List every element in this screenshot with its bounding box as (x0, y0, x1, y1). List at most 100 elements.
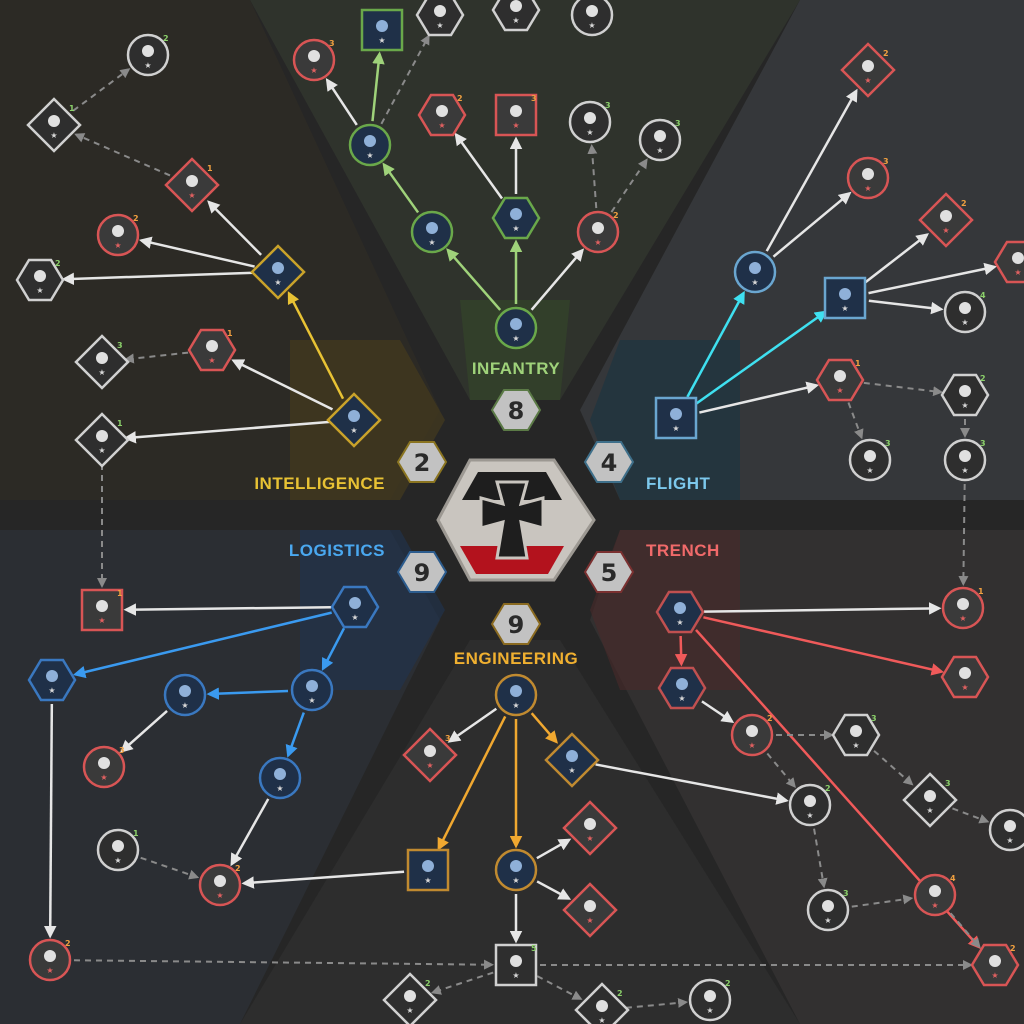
skill-node-lo-f[interactable]: ★ (258, 756, 302, 800)
skill-node-inf-c[interactable]: ★2 (576, 210, 620, 254)
skill-node-inf-d[interactable]: ★ (491, 196, 541, 240)
connection-line (285, 712, 305, 758)
skill-node-tr-j[interactable]: ★3 (806, 888, 850, 932)
connection-line (123, 603, 332, 616)
trench-label[interactable]: TRENCH (646, 541, 720, 560)
logistics-points-hex[interactable]: 9 (396, 551, 448, 593)
star-icon: ★ (436, 21, 443, 30)
skill-node-int-j[interactable]: ★2 (126, 33, 170, 77)
skill-node-tr-e[interactable]: ★2 (730, 713, 774, 757)
skill-node-en-e[interactable]: ★ (494, 848, 538, 892)
skill-node-tr-k[interactable]: ★4 (913, 873, 957, 917)
skill-icon: ★ (862, 60, 874, 85)
skill-node-fl-d[interactable]: ★1 (815, 358, 865, 402)
skill-node-inf-a[interactable]: ★ (494, 306, 538, 350)
skill-node-lo-i[interactable]: ★2 (198, 863, 242, 907)
skill-node-fl-h[interactable]: ★4 (943, 290, 987, 334)
skill-node-inf-m[interactable]: ★ (491, 0, 541, 32)
infantry-label[interactable]: INFANTRY (472, 359, 561, 378)
skill-node-inf-f[interactable]: ★3 (292, 38, 336, 82)
infantry-points-hex[interactable]: 8 (490, 389, 542, 431)
skill-node-fl-e[interactable]: ★2 (840, 42, 896, 98)
connection-line (703, 602, 942, 615)
skill-node-int-e[interactable]: ★3 (74, 334, 130, 390)
node-level-badge: 2 (613, 211, 619, 220)
skill-node-int-h[interactable]: ★1 (164, 157, 220, 213)
skill-icon: ★ (510, 955, 522, 980)
skill-node-en-k[interactable]: ★2 (688, 978, 732, 1022)
skill-node-tr-h[interactable]: ★3 (902, 772, 958, 828)
star-icon: ★ (144, 61, 151, 70)
skill-icon: ★ (274, 768, 286, 793)
skill-node-en-a[interactable]: ★ (494, 673, 538, 717)
skill-node-inf-n[interactable]: ★ (570, 0, 614, 37)
skill-node-en-i[interactable]: ★5 (494, 943, 538, 987)
skill-node-en-f[interactable]: ★ (562, 800, 618, 856)
skill-node-int-g[interactable]: ★2 (96, 213, 140, 257)
engineering-label[interactable]: ENGINEERING (454, 649, 579, 668)
connection-line (437, 715, 507, 851)
skill-node-int-f[interactable]: ★2 (15, 258, 65, 302)
skill-node-fl-c[interactable]: ★ (823, 276, 867, 320)
skill-node-en-b[interactable]: ★3 (402, 727, 458, 783)
skill-node-tr-d[interactable]: ★ (940, 655, 990, 699)
skill-node-en-j[interactable]: ★2 (574, 982, 630, 1024)
skill-node-tr-i[interactable]: ★ (988, 808, 1024, 852)
skill-node-lo-a[interactable]: ★ (330, 585, 380, 629)
skill-node-en-h[interactable]: ★2 (382, 972, 438, 1024)
connection-line (949, 912, 981, 949)
skill-node-lo-g[interactable]: ★3 (82, 745, 126, 789)
logistics-label[interactable]: LOGISTICS (289, 541, 385, 560)
skill-node-lo-j[interactable]: ★2 (28, 938, 72, 982)
intelligence-points-hex[interactable]: 2 (396, 441, 448, 483)
skill-node-fl-i[interactable]: ★2 (940, 373, 990, 417)
skill-node-inf-b[interactable]: ★ (410, 210, 454, 254)
skill-node-lo-h[interactable]: ★1 (96, 828, 140, 872)
skill-node-fl-a[interactable]: ★ (654, 396, 698, 440)
skill-node-int-a[interactable]: ★ (326, 392, 382, 448)
skill-node-tr-a[interactable]: ★ (655, 590, 705, 634)
skill-node-inf-h[interactable]: ★3 (494, 93, 538, 137)
skill-node-inf-k[interactable]: ★ (360, 8, 404, 52)
skill-node-inf-l[interactable]: ★ (415, 0, 465, 37)
skill-node-int-c[interactable]: ★1 (187, 328, 237, 372)
skill-node-tr-c[interactable]: ★1 (941, 586, 985, 630)
skill-node-fl-b[interactable]: ★ (733, 250, 777, 294)
flight-label[interactable]: FLIGHT (646, 474, 710, 493)
connection-line (958, 483, 969, 587)
flight-points-hex[interactable]: 4 (583, 441, 635, 483)
skill-icon: ★ (834, 370, 846, 395)
skill-node-inf-i[interactable]: ★3 (568, 100, 612, 144)
skill-node-fl-j[interactable]: ★3 (943, 438, 987, 482)
skill-node-tr-l[interactable]: ★2 (970, 943, 1020, 987)
skill-node-fl-l[interactable]: ★ (993, 240, 1024, 284)
node-level-badge: 2 (1010, 944, 1016, 953)
engineering-points-hex[interactable]: 9 (490, 603, 542, 645)
skill-node-fl-f[interactable]: ★3 (846, 156, 890, 200)
skill-icon: ★ (959, 450, 971, 475)
skill-node-inf-j[interactable]: ★3 (638, 118, 682, 162)
skill-node-lo-e[interactable]: ★ (290, 668, 334, 712)
star-icon: ★ (594, 238, 601, 247)
skill-node-int-i[interactable]: ★1 (26, 97, 82, 153)
skill-node-lo-d[interactable]: ★ (163, 673, 207, 717)
skill-node-tr-b[interactable]: ★ (657, 666, 707, 710)
skill-node-inf-g[interactable]: ★2 (417, 93, 467, 137)
skill-node-en-c[interactable]: ★ (544, 732, 600, 788)
skill-node-en-d[interactable]: ★ (406, 848, 450, 892)
skill-node-en-g[interactable]: ★ (562, 882, 618, 938)
skill-node-fl-g[interactable]: ★2 (918, 192, 974, 248)
skill-node-int-b[interactable]: ★ (250, 244, 306, 300)
skill-node-tr-g[interactable]: ★2 (788, 783, 832, 827)
skill-node-tr-f[interactable]: ★3 (831, 713, 881, 757)
trench-points-hex[interactable]: 5 (583, 551, 635, 593)
skill-icon: ★ (404, 990, 416, 1015)
skill-node-lo-c[interactable]: ★ (27, 658, 77, 702)
star-icon: ★ (991, 971, 998, 980)
skill-node-fl-k[interactable]: ★3 (848, 438, 892, 482)
intelligence-label[interactable]: INTELLIGENCE (254, 474, 385, 493)
skill-icon: ★ (670, 408, 682, 433)
skill-node-inf-e[interactable]: ★ (348, 123, 392, 167)
skill-node-int-d[interactable]: ★1 (74, 412, 130, 468)
skill-node-lo-b[interactable]: ★1 (80, 588, 124, 632)
